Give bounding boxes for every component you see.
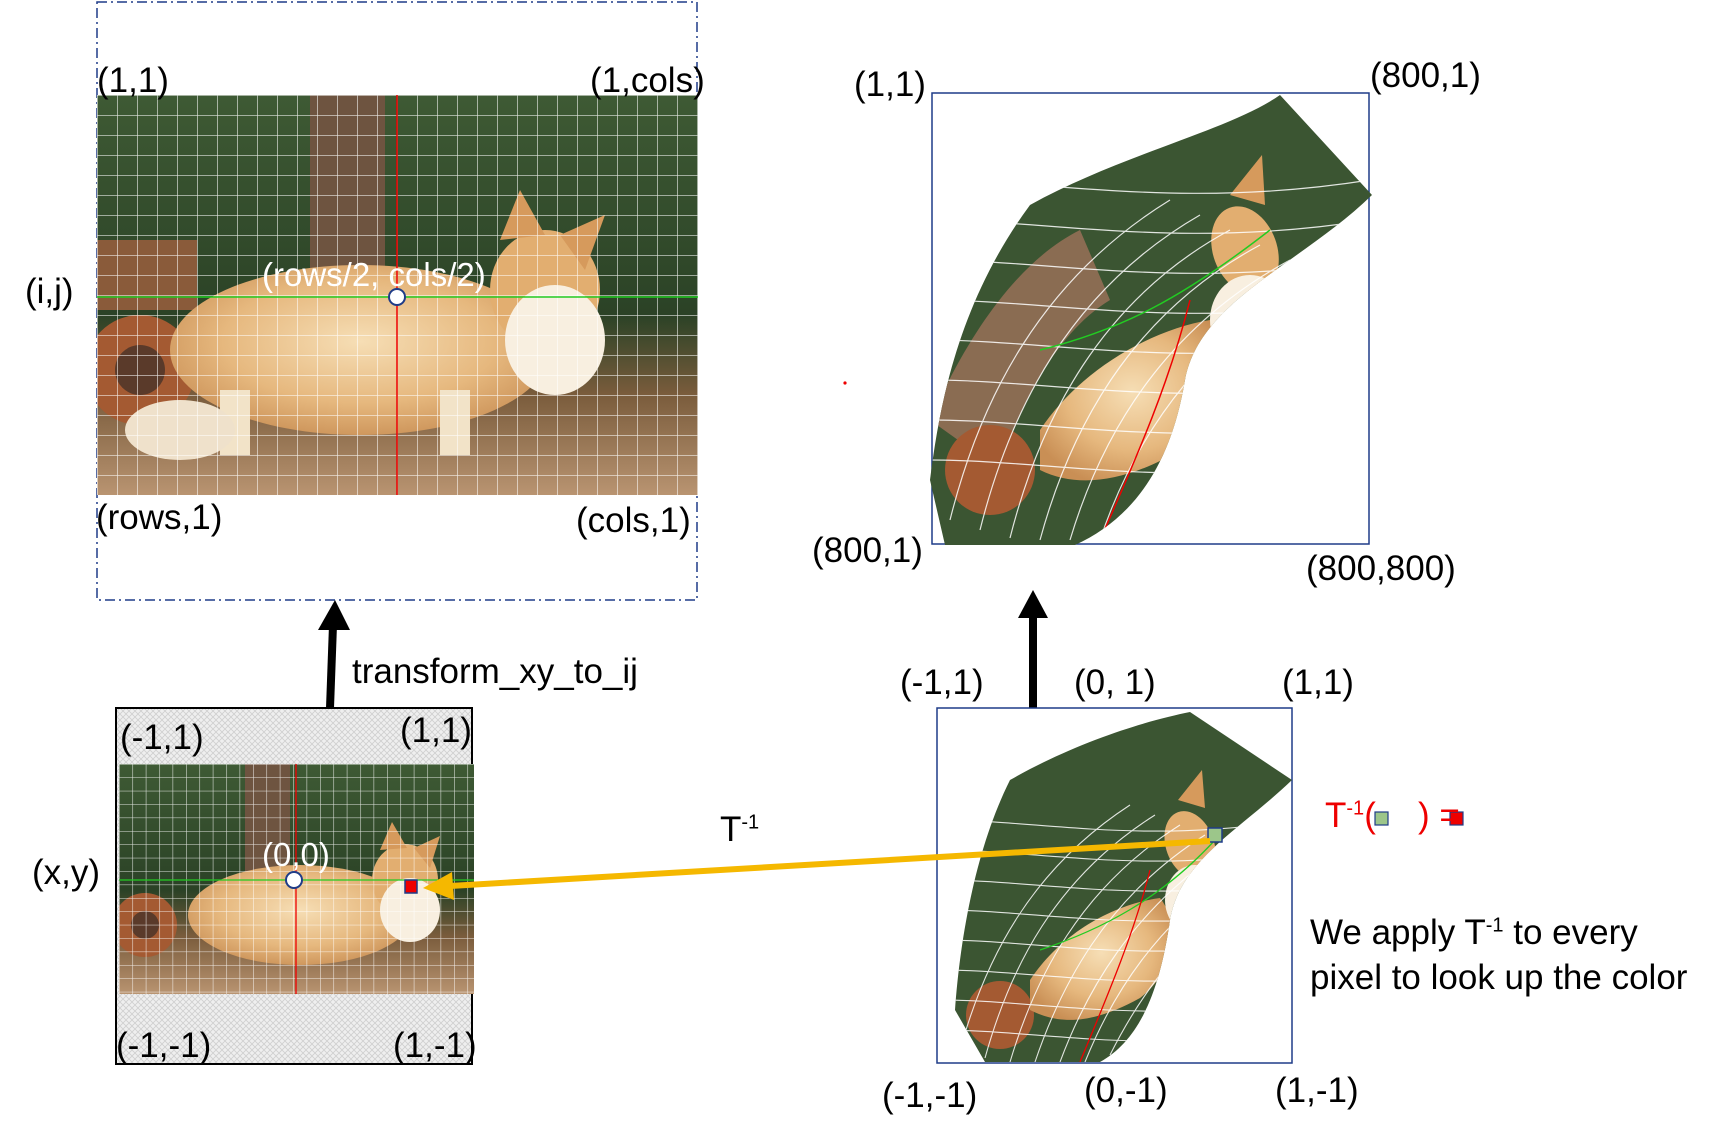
formula-close: ) = [1418,796,1460,835]
warped-corner-bottom-left: (-1,-1) [882,1076,978,1115]
output-corner-top-left: (1,1) [854,65,926,104]
normalized-corner-top-right: (1,1) [400,711,472,750]
formula-red-marker [1449,811,1464,826]
source-photo [97,95,698,495]
normalized-origin-label: (0,0) [262,836,330,873]
normalized-corner-bottom-left: (-1,-1) [116,1026,212,1065]
note-line-1: We apply T-1 to every [1310,913,1638,952]
source-corner-top-left: (1,1) [97,61,169,100]
formula-green-marker [1374,811,1389,826]
target-pixel-marker [1207,827,1223,843]
formula-inverse: T-1( [1325,796,1376,835]
stray-dot [843,381,847,385]
warped-corner-top-right: (1,1) [1282,663,1354,702]
inverse-transform-arrow [449,838,1211,889]
source-center-label: (rows/2, cols/2) [262,256,486,293]
warped-corner-bottom-right: (1,-1) [1275,1071,1359,1110]
output-corner-bottom-right: (800,800) [1306,549,1456,588]
source-corner-bottom-left: (rows,1) [96,498,223,537]
source-corner-top-right: (1,cols) [590,61,705,100]
inverse-transform-label: T-1 [720,810,760,849]
output-corner-bottom-left: (800,1) [812,531,923,570]
normalized-photo [119,764,474,994]
normalized-coord-label: (x,y) [32,853,101,892]
source-frame [96,1,698,601]
normalized-corner-top-left: (-1,1) [120,718,204,757]
output-corner-top-right: (800,1) [1370,56,1481,95]
source-center-point [388,288,406,306]
normalized-origin-point [285,871,303,889]
warped-top-mid: (0, 1) [1074,663,1156,702]
xy-to-ij-label: transform_xy_to_ij [352,652,638,691]
source-corner-bottom-right: (cols,1) [576,501,691,540]
warped-bottom-mid: (0,-1) [1084,1071,1168,1110]
xy-to-ij-arrow [326,624,337,709]
source-index-label: (i,j) [25,272,74,311]
warped-corner-top-left: (-1,1) [900,663,984,702]
normalized-corner-bottom-right: (1,-1) [393,1026,477,1065]
note-line-2: pixel to look up the color [1310,958,1688,997]
sampled-pixel-marker [404,879,418,894]
